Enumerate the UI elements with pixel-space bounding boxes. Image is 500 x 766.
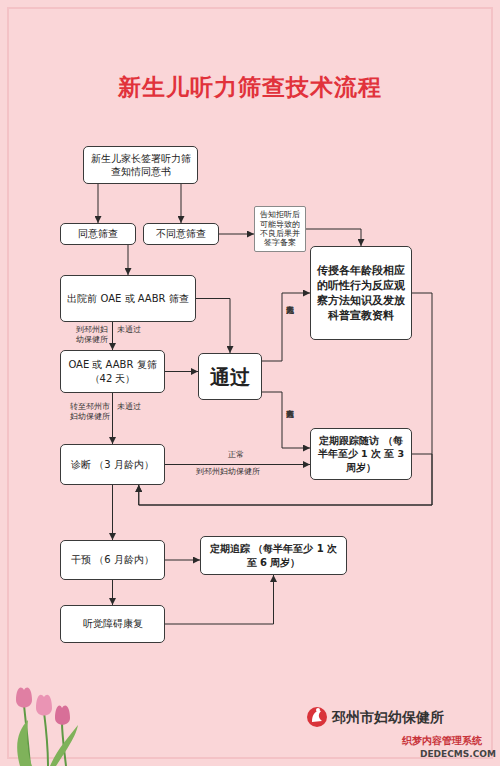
route-note: 到邳州妇幼保健所 bbox=[76, 325, 112, 345]
logo-mark bbox=[316, 708, 320, 712]
note-box: 告知拒听后可能导致的不良后果并签字备案 bbox=[254, 206, 306, 252]
node-text: 告知拒听后可能导致的不良后果并签字备案 bbox=[257, 210, 303, 248]
flow-arrow bbox=[112, 393, 113, 444]
node-text: OAE 或 AABR 复筛 （42 天） bbox=[65, 358, 160, 385]
tulip-leaf bbox=[17, 720, 32, 766]
flow-arrow bbox=[262, 293, 310, 361]
tulip-stem bbox=[44, 712, 48, 766]
node-text: 传授各年龄段相应的听性行为反应观察方法知识及发放科普宣教资料 bbox=[315, 263, 407, 324]
flow-arrow bbox=[98, 184, 99, 223]
edge-label: 正常 bbox=[228, 451, 244, 459]
flow-arrow bbox=[112, 580, 113, 605]
flow-arrow bbox=[112, 322, 113, 350]
process-box: OAE 或 AABR 复筛 （42 天） bbox=[60, 350, 165, 393]
node-text: 同意筛查 bbox=[78, 227, 118, 241]
flow-arrow bbox=[196, 299, 230, 354]
flow-arrow bbox=[262, 392, 310, 448]
process-box: 同意筛查 bbox=[60, 223, 136, 245]
flow-arrow bbox=[165, 575, 274, 624]
process-box: 诊断 （3 月龄内） bbox=[60, 444, 165, 485]
process-box: 出院前 OAE 或 AABR 筛查 bbox=[60, 275, 196, 322]
node-text: 听觉障碍康复 bbox=[83, 617, 143, 631]
tulip-flower bbox=[16, 688, 32, 708]
flow-arrow bbox=[219, 234, 254, 235]
watermark: 织梦内容管理系统 bbox=[402, 734, 482, 747]
diagram-title: 新生儿听力筛查技术流程 bbox=[0, 72, 500, 103]
tulip-flower bbox=[55, 706, 70, 725]
pass-box: 通过 bbox=[198, 353, 262, 400]
flow-arrow bbox=[181, 184, 182, 223]
process-box: 干预 （6 月龄内） bbox=[60, 540, 165, 580]
node-text: 出院前 OAE 或 AABR 筛查 bbox=[67, 292, 188, 306]
flow-arrow bbox=[112, 485, 113, 540]
footer-organization: 邳州市妇幼保健所 bbox=[332, 709, 444, 727]
node-text: 定期追踪 （每半年至少 1 次至 6 周岁） bbox=[205, 542, 342, 570]
tulip-illustration bbox=[16, 688, 78, 766]
followup-box: 定期跟踪随访 （每半年至少 1 次 至 3 周岁） bbox=[310, 428, 412, 480]
edge-label: 未通过 bbox=[117, 326, 141, 334]
flow-arrow bbox=[306, 229, 361, 246]
route-note: 转至邳州市妇幼保健所 bbox=[70, 402, 112, 422]
logo-circle bbox=[307, 707, 327, 727]
tulip-flower bbox=[36, 695, 52, 716]
node-text: 新生儿家长签署听力筛查知情同意书 bbox=[88, 152, 193, 179]
node-text: 诊断 （3 月龄内） bbox=[71, 458, 154, 472]
flow-arrow bbox=[128, 245, 129, 275]
consent-box: 新生儿家长签署听力筛查知情同意书 bbox=[83, 146, 198, 184]
flow-arrow bbox=[165, 560, 200, 561]
page-frame bbox=[8, 8, 492, 758]
edge-label: 未通过 bbox=[117, 403, 141, 411]
logo-mark bbox=[312, 711, 322, 722]
guidance-box: 传授各年龄段相应的听性行为反应观察方法知识及发放科普宣教资料 bbox=[310, 246, 412, 340]
node-text: 干预 （6 月龄内） bbox=[71, 553, 154, 567]
followup-box: 定期追踪 （每半年至少 1 次至 6 周岁） bbox=[200, 536, 347, 575]
watermark: DEDECMS.COM bbox=[420, 749, 496, 761]
flow-arrow bbox=[165, 371, 198, 372]
route-note: 到邳州妇幼保健所 bbox=[196, 467, 260, 477]
node-text: 定期跟踪随访 （每半年至少 1 次 至 3 周岁） bbox=[315, 434, 407, 474]
node-text: 通过 bbox=[210, 365, 250, 389]
flow-arrow bbox=[165, 464, 310, 465]
hospital-logo bbox=[307, 707, 327, 727]
process-box: 听觉障碍康复 bbox=[60, 605, 165, 643]
tulip-leaf bbox=[50, 725, 78, 766]
process-box: 不同意筛查 bbox=[143, 223, 219, 245]
node-text: 不同意筛查 bbox=[156, 227, 206, 241]
